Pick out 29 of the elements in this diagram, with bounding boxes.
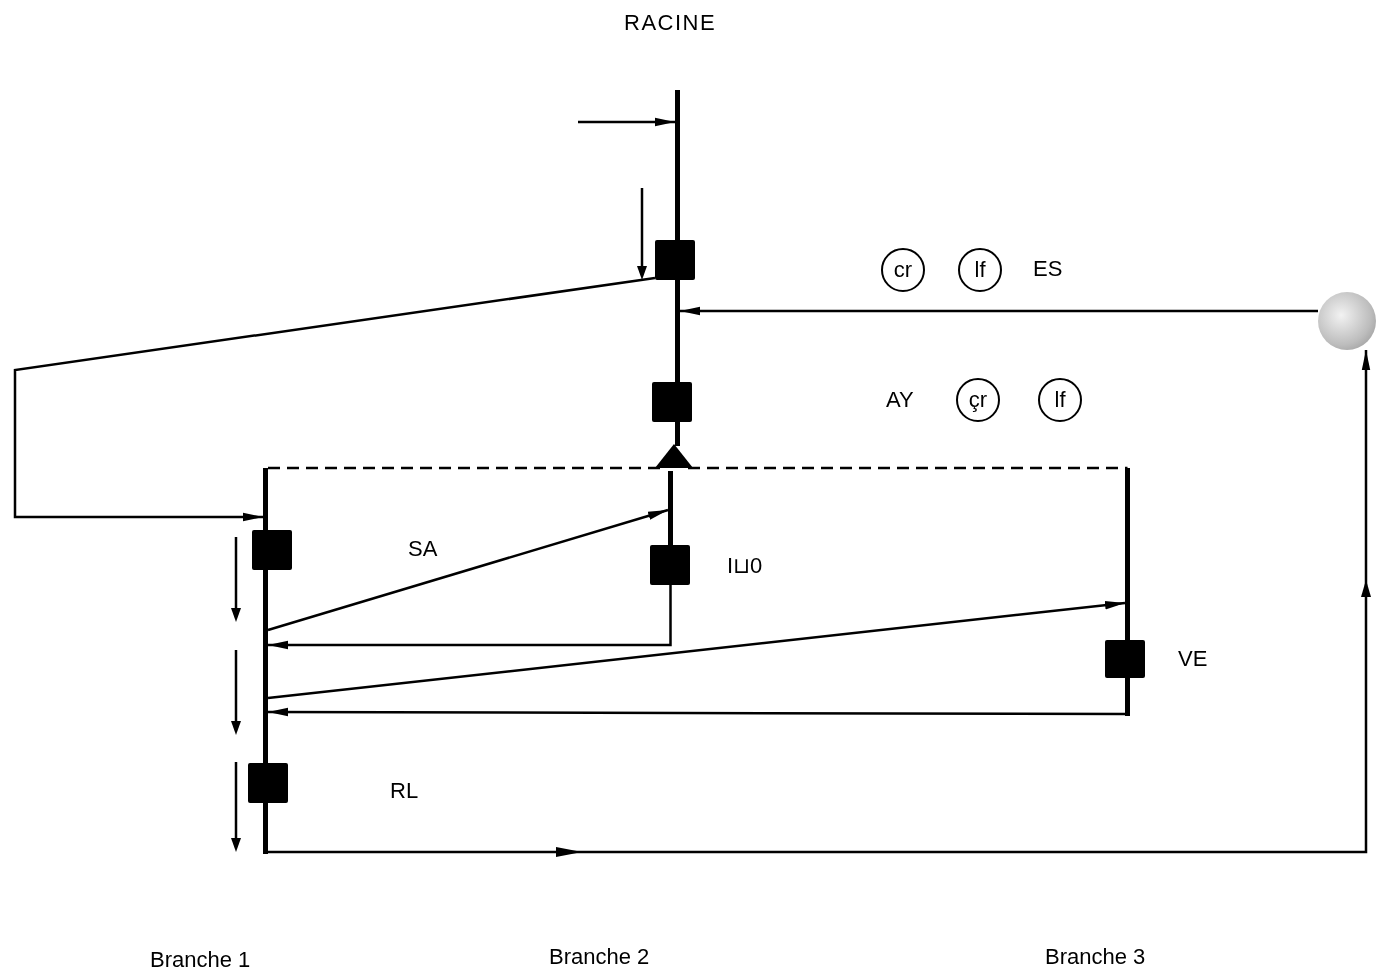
text-label: Branche 1 — [150, 947, 251, 973]
arrow — [267, 508, 669, 632]
filled-square — [655, 240, 695, 280]
arrow — [578, 117, 675, 127]
text-label: SA — [408, 536, 438, 562]
text-label: I⊔0 — [727, 553, 763, 579]
arrow — [268, 585, 672, 650]
filled-square — [248, 763, 288, 803]
text-label: ES — [1033, 256, 1063, 282]
filled-square — [650, 545, 690, 585]
text-label: VE — [1178, 646, 1208, 672]
arrow — [267, 600, 1126, 700]
dashed-line — [688, 466, 1129, 470]
circled-symbol: cr — [881, 248, 925, 292]
filled-square — [652, 382, 692, 422]
arrow — [268, 350, 1371, 854]
circled-symbol: lf — [958, 248, 1002, 292]
arrow — [268, 707, 1125, 717]
circled-symbol: çr — [956, 378, 1000, 422]
filled-square — [1105, 640, 1145, 678]
filled-square — [252, 530, 292, 570]
text-label: AY — [886, 387, 914, 413]
text-label: RACINE — [624, 10, 717, 36]
circled-symbol: lf — [1038, 378, 1082, 422]
text-label: Branche 2 — [549, 944, 650, 970]
arrow — [13, 276, 656, 522]
text-label: RL — [390, 778, 419, 804]
arrow — [680, 306, 1318, 316]
text-label: Branche 3 — [1045, 944, 1146, 970]
